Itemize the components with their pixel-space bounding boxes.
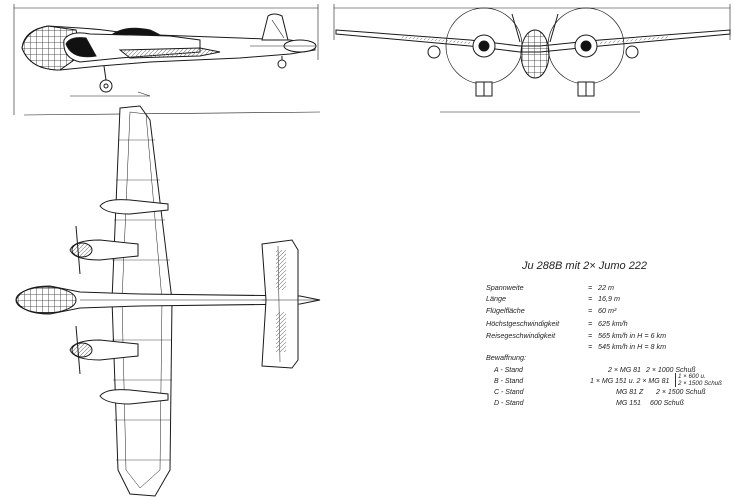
spec-label: Flügelfläche (486, 306, 525, 315)
specification-block: Ju 288B mit 2× Jumo 222 Spannweite = 22 … (470, 260, 732, 430)
armament-row: D - Stand MG 151 600 Schuß (470, 400, 732, 411)
spec-equals: = (588, 319, 593, 328)
spec-row: = 545 km/h in H = 8 km (470, 342, 732, 353)
armament-station: D - Stand (494, 400, 524, 407)
spec-row: Spannweite = 22 m (470, 283, 732, 294)
armament-row: B - Stand 1 × MG 151 u. 2 × MG 81 (470, 378, 732, 389)
armament-station: C - Stand (494, 389, 524, 396)
spec-value: 565 km/h in H = 6 km (598, 331, 667, 340)
spec-value: 545 km/h in H = 8 km (598, 342, 667, 351)
armament-ammo: 2 × 1500 Schuß (656, 389, 706, 396)
armament-weapon: 2 × MG 81 (608, 367, 641, 374)
spec-equals: = (588, 331, 593, 340)
armament-weapon: MG 151 (616, 400, 641, 407)
armament-row: C - Stand MG 81 Z 2 × 1500 Schuß (470, 389, 732, 400)
plan-view (15, 105, 321, 497)
spec-value: 625 km/h (598, 319, 628, 328)
spec-row: Höchstgeschwindigkeit = 625 km/h (470, 319, 732, 330)
front-view (333, 4, 731, 113)
spec-row: Flügelfläche = 60 m² (470, 306, 732, 317)
b-stand-ammo-bracket: 1 × 600 u. 2 × 1500 Schuß (675, 373, 722, 387)
b-stand-ammo-line: 2 × 1500 Schuß (678, 380, 722, 387)
armament-station: A - Stand (494, 367, 523, 374)
armament-weapon: MG 81 Z (616, 389, 644, 396)
spec-equals: = (588, 306, 593, 315)
spec-value: 60 m² (598, 306, 617, 315)
spec-equals: = (588, 294, 593, 303)
armament-heading: Bewaffnung: (486, 353, 526, 362)
spec-equals: = (588, 342, 593, 351)
spec-label: Länge (486, 294, 506, 303)
b-stand-ammo-line: 1 × 600 u. (678, 373, 706, 380)
spec-value: 22 m (598, 283, 614, 292)
armament-weapon: 1 × MG 151 u. 2 × MG 81 (590, 378, 670, 385)
spec-value: 16,9 m (598, 294, 620, 303)
spec-row: Reisegeschwindigkeit = 565 km/h in H = 6… (470, 331, 732, 342)
spec-label: Reisegeschwindigkeit (486, 331, 556, 340)
armament-ammo: 600 Schuß (650, 400, 684, 407)
spec-label: Spannweite (486, 283, 524, 292)
armament-row: A - Stand 2 × MG 81 2 × 1000 Schuß (470, 367, 732, 378)
side-view (13, 4, 321, 116)
spec-equals: = (588, 283, 593, 292)
aircraft-title: Ju 288B mit 2× Jumo 222 (522, 260, 648, 272)
spec-row: Länge = 16,9 m (470, 294, 732, 305)
armament-ammo: 2 × 1000 Schuß (646, 367, 696, 374)
spec-label: Höchstgeschwindigkeit (486, 319, 560, 328)
armament-station: B - Stand (494, 378, 524, 385)
